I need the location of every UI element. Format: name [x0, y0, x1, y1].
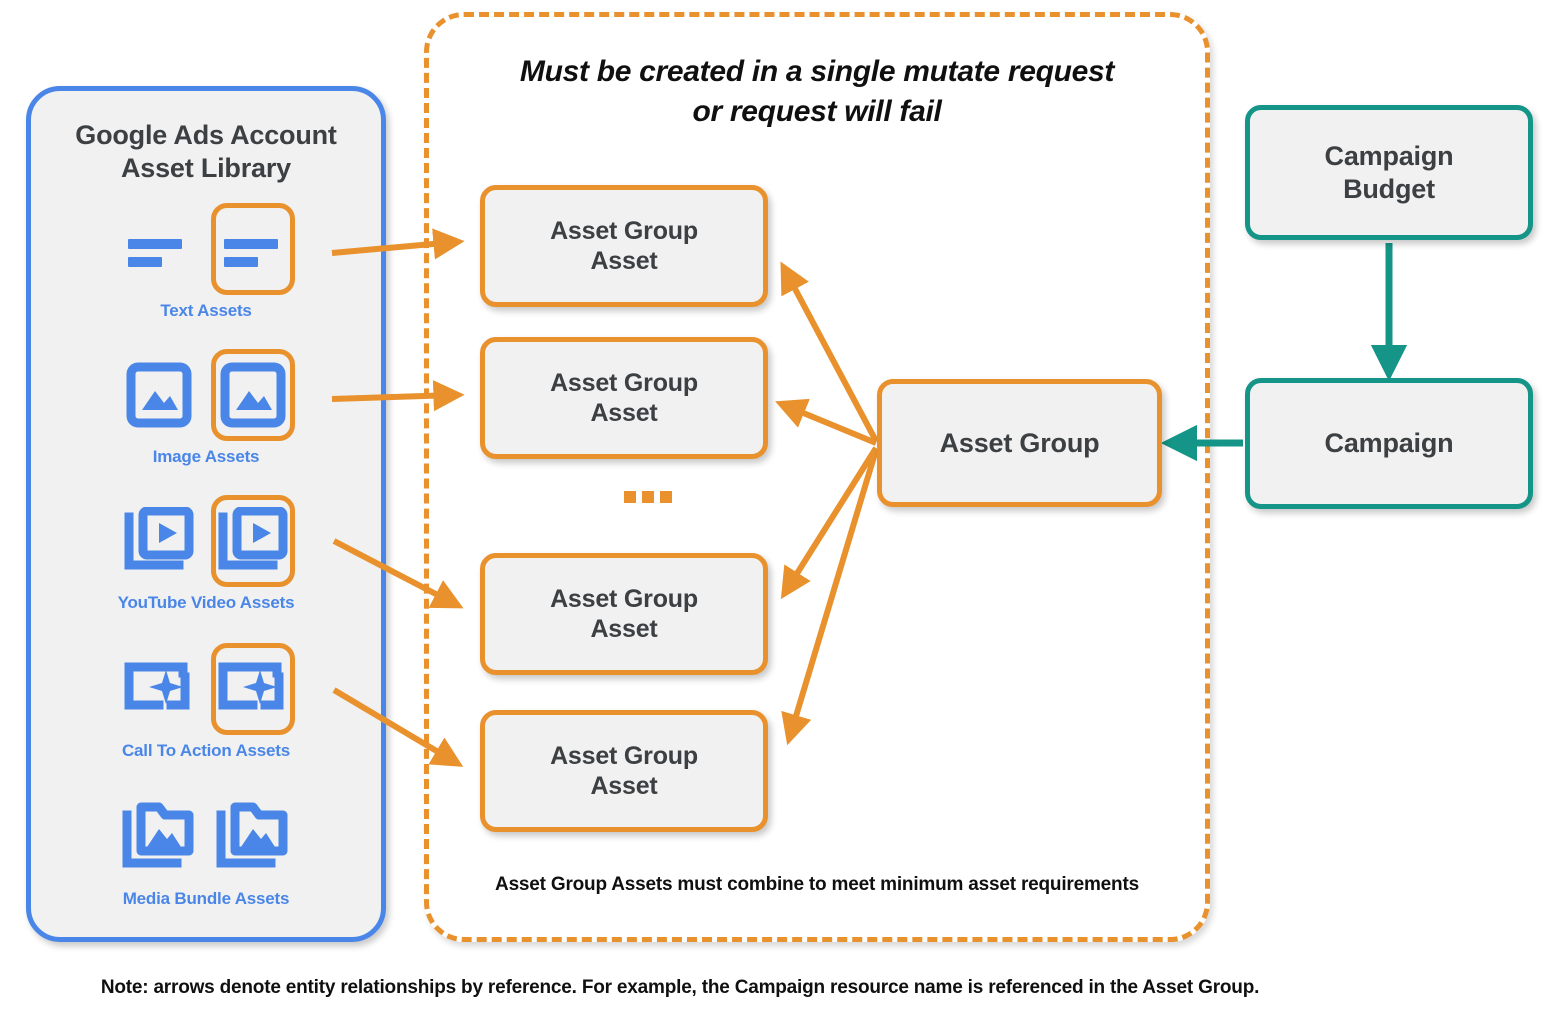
call-to-action-asset-glyph	[218, 662, 284, 710]
asset-row-label: Text Assets	[160, 301, 252, 320]
image-asset-icon-selected[interactable]	[211, 349, 295, 441]
youtube-video-asset-glyph	[124, 507, 194, 570]
asset-row-label: Media Bundle Assets	[122, 889, 290, 908]
asset-row-media-bundle: Media Bundle Assets	[31, 791, 381, 909]
youtube-video-asset-icon	[117, 495, 201, 587]
campaign-label: Campaign	[1324, 428, 1454, 459]
asset-library-title: Google Ads Account Asset Library	[31, 119, 381, 185]
diagram-footer-note: Note: arrows denote entity relationships…	[100, 977, 1260, 998]
mutate-request-header: Must be created in a single mutate reque…	[424, 52, 1210, 131]
text-asset-glyph	[128, 239, 182, 267]
asset-row-label: Call To Action Assets	[121, 741, 291, 760]
media-bundle-asset-glyph	[122, 802, 194, 868]
asset-group-box[interactable]: Asset Group	[877, 379, 1162, 507]
image-asset-glyph	[126, 362, 192, 428]
ellipsis-dot	[642, 491, 654, 503]
image-asset-glyph	[220, 362, 286, 428]
asset-group-asset-line1: Asset Group	[550, 585, 698, 613]
asset-group-asset-box[interactable]: Asset Group Asset	[480, 185, 768, 307]
ellipsis-indicator	[624, 491, 672, 503]
text-asset-icon	[117, 203, 201, 295]
asset-row-call-to-action: Call To Action Assets	[31, 643, 381, 761]
youtube-video-asset-icon-selected[interactable]	[211, 495, 295, 587]
asset-group-asset-line2: Asset	[590, 399, 658, 427]
call-to-action-asset-icon	[117, 643, 201, 735]
asset-library-title-line1: Google Ads Account	[75, 120, 337, 150]
asset-group-asset-box[interactable]: Asset Group Asset	[480, 710, 768, 832]
mutate-header-line1: Must be created in a single mutate reque…	[519, 55, 1115, 88]
asset-group-asset-line1: Asset Group	[550, 742, 698, 770]
youtube-video-asset-glyph	[218, 507, 288, 570]
asset-row-image: Image Assets	[31, 349, 381, 467]
asset-group-asset-line2: Asset	[590, 247, 658, 275]
asset-library-title-line2: Asset Library	[121, 152, 291, 183]
campaign-budget-line2: Budget	[1343, 173, 1435, 204]
call-to-action-asset-glyph	[124, 662, 190, 710]
asset-group-asset-box[interactable]: Asset Group Asset	[480, 337, 768, 459]
asset-row-youtube-video: YouTube Video Assets	[31, 495, 381, 613]
mutate-header-line2: or request will fail	[692, 94, 942, 128]
campaign-budget-box[interactable]: Campaign Budget	[1245, 105, 1533, 240]
media-bundle-asset-icon	[117, 791, 201, 883]
text-asset-icon-selected[interactable]	[211, 203, 295, 295]
asset-group-asset-line2: Asset	[590, 772, 658, 800]
asset-library-panel: Google Ads Account Asset Library	[26, 86, 386, 942]
asset-row-text: Text Assets	[31, 203, 381, 321]
campaign-box[interactable]: Campaign	[1245, 378, 1533, 509]
media-bundle-asset-glyph	[216, 802, 288, 868]
asset-group-label: Asset Group	[939, 427, 1100, 458]
minimum-requirements-note: Asset Group Assets must combine to meet …	[495, 874, 1139, 895]
asset-group-asset-line2: Asset	[590, 615, 658, 643]
asset-row-label: YouTube Video Assets	[117, 593, 295, 612]
text-asset-glyph	[224, 239, 278, 267]
campaign-budget-line1: Campaign	[1324, 141, 1454, 172]
ellipsis-dot	[624, 491, 636, 503]
asset-row-label: Image Assets	[152, 447, 260, 466]
asset-group-asset-box[interactable]: Asset Group Asset	[480, 553, 768, 675]
asset-group-asset-line1: Asset Group	[550, 369, 698, 397]
call-to-action-asset-icon-selected[interactable]	[211, 643, 295, 735]
asset-group-asset-line1: Asset Group	[550, 217, 698, 245]
ellipsis-dot	[660, 491, 672, 503]
image-asset-icon	[117, 349, 201, 441]
media-bundle-asset-icon-2	[211, 791, 295, 883]
